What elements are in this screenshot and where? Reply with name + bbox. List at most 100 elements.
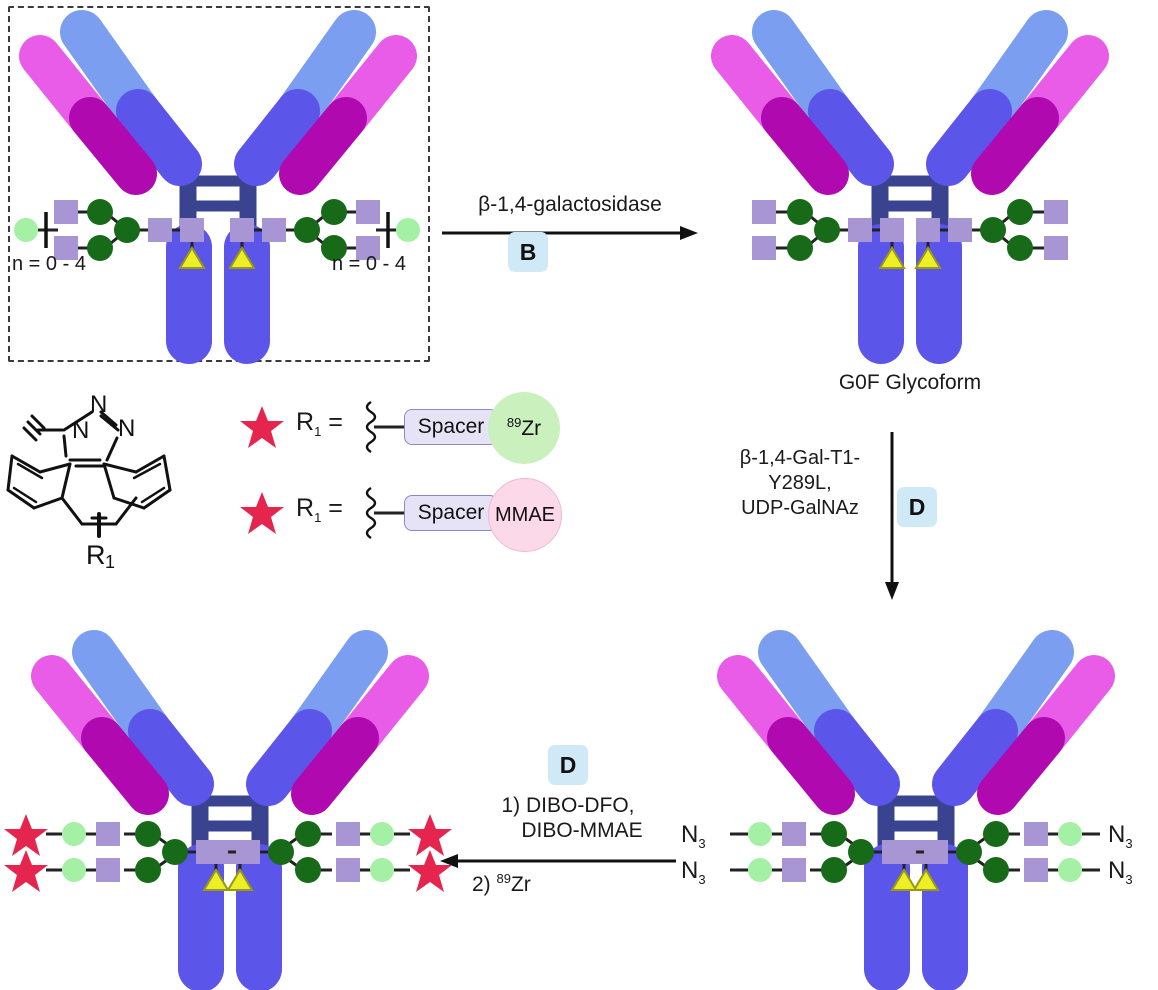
arrow-d2-label-below: 2) 89Zr bbox=[472, 871, 531, 897]
heavy-chain-left bbox=[752, 10, 894, 186]
conjugate-star-icon bbox=[4, 814, 48, 856]
arrow-d1-label-line3: UDP-GalNAz bbox=[741, 497, 859, 519]
galnaz-icon bbox=[62, 858, 86, 882]
arrow-d2 bbox=[440, 854, 676, 868]
heavy-chain-right bbox=[926, 10, 1068, 186]
light-chain-left bbox=[31, 655, 169, 815]
badge-b: B bbox=[508, 232, 548, 272]
fucose-icon bbox=[890, 864, 918, 891]
heavy-chain-left bbox=[72, 630, 214, 806]
glcnac-icon bbox=[54, 200, 78, 224]
mannose-icon bbox=[848, 839, 874, 865]
arrow-d1-label-line2: Y289L, bbox=[768, 472, 832, 494]
dibo-triazole-structure: N N N R 1 bbox=[6, 391, 172, 572]
azide-label-left-bottom: N3 bbox=[681, 857, 706, 887]
fucose-icon bbox=[178, 242, 206, 269]
glycan-g0f-right bbox=[914, 199, 1068, 269]
fucose-icon bbox=[226, 864, 254, 891]
legend-bond-2a bbox=[374, 511, 406, 515]
glcnac-icon bbox=[96, 858, 120, 882]
n-range-label-left: n = 0 - 4 bbox=[12, 253, 86, 275]
mannose-icon bbox=[980, 217, 1006, 243]
legend-spacer-box-2: Spacer bbox=[404, 495, 498, 531]
glcnac-icon bbox=[356, 200, 380, 224]
glcnac-icon bbox=[230, 218, 254, 242]
galactose-repeat-icon bbox=[14, 218, 38, 242]
conjugate-star-icon bbox=[408, 814, 452, 856]
fucose-icon bbox=[912, 864, 940, 891]
legend-star-icon-2 bbox=[240, 492, 284, 534]
step-prefix: 2) bbox=[472, 873, 497, 896]
r-text: R bbox=[296, 408, 315, 436]
glycan-azide-right bbox=[890, 821, 1100, 891]
arrow-d2-label-line1: 1) DIBO-DFO, bbox=[501, 794, 635, 817]
glcnac-icon bbox=[1024, 822, 1048, 846]
badge-d1: D bbox=[897, 487, 937, 527]
isotope-symbol: Zr bbox=[510, 873, 531, 896]
glcnac-icon bbox=[148, 218, 172, 242]
arrow-b bbox=[442, 226, 698, 240]
mannose-icon bbox=[321, 199, 347, 225]
legend-payload-mmae: MMAE bbox=[488, 478, 562, 552]
glcnac-icon bbox=[336, 822, 360, 846]
light-chain-right bbox=[971, 35, 1109, 195]
glcnac-icon bbox=[356, 236, 380, 260]
arrow-d1-label-line1: β-1,4-Gal-T1- bbox=[739, 447, 861, 469]
atom-N: N bbox=[90, 391, 107, 418]
azide-label-left-top: N3 bbox=[681, 821, 706, 851]
glycan-top-left-a bbox=[14, 199, 206, 269]
antibody-top-right bbox=[711, 10, 1109, 364]
azide-label-right-bottom: N3 bbox=[1108, 857, 1133, 887]
heavy-chain-left bbox=[758, 630, 900, 806]
mannose-icon bbox=[787, 199, 813, 225]
legend-bond-1a bbox=[374, 425, 406, 429]
light-chain-right bbox=[977, 655, 1115, 815]
isotope-mass: 89 bbox=[496, 871, 511, 886]
glcnac-icon bbox=[1024, 858, 1048, 882]
glcnac-icon bbox=[96, 822, 120, 846]
heavy-chain-left bbox=[60, 10, 202, 186]
antibody-bottom-right bbox=[717, 630, 1115, 990]
mannose-icon bbox=[162, 839, 188, 865]
isotope-mass: 89 bbox=[506, 415, 522, 430]
mannose-icon bbox=[294, 217, 320, 243]
glcnac-icon bbox=[1044, 236, 1068, 260]
r-text: R bbox=[296, 494, 315, 522]
mannose-icon bbox=[295, 821, 321, 847]
glcnac-icon bbox=[752, 236, 776, 260]
galactose-repeat-icon bbox=[396, 218, 420, 242]
mannose-icon bbox=[983, 857, 1009, 883]
galnaz-icon bbox=[748, 858, 772, 882]
mannose-icon bbox=[114, 217, 140, 243]
glcnac-icon bbox=[262, 218, 286, 242]
mannose-icon bbox=[295, 857, 321, 883]
heavy-chain-right bbox=[246, 630, 388, 806]
glcnac-icon bbox=[204, 840, 228, 864]
light-chain-left bbox=[717, 655, 855, 815]
mannose-icon bbox=[87, 235, 113, 261]
mannose-icon bbox=[268, 839, 294, 865]
legend-spacer-box-1: Spacer bbox=[404, 409, 498, 445]
light-chain-right bbox=[279, 35, 417, 195]
legend-squiggle-2 bbox=[365, 486, 377, 540]
mannose-icon bbox=[1007, 235, 1033, 261]
conjugate-star-icon bbox=[4, 850, 48, 892]
arrow-d2-label-line2: DIBO-MMAE bbox=[521, 819, 643, 842]
glycan-conjugated-right bbox=[202, 814, 452, 892]
g0f-caption: G0F Glycoform bbox=[838, 371, 982, 394]
fucose-icon bbox=[228, 242, 256, 269]
galnaz-icon bbox=[62, 822, 86, 846]
atom-N: N bbox=[72, 417, 89, 444]
mannose-icon bbox=[821, 857, 847, 883]
azide-label-right-top: N3 bbox=[1108, 821, 1133, 851]
glcnac-icon bbox=[892, 840, 916, 864]
equals-sign: = bbox=[328, 494, 343, 522]
galnaz-icon bbox=[370, 822, 394, 846]
n-range-label-right: n = 0 - 4 bbox=[332, 253, 406, 275]
glcnac-icon bbox=[924, 840, 948, 864]
r-subscript: 1 bbox=[314, 510, 322, 525]
antibody-top-left bbox=[19, 10, 417, 364]
legend-squiggle-1 bbox=[365, 400, 377, 454]
glcnac-icon bbox=[1044, 200, 1068, 224]
light-chain-left bbox=[711, 35, 849, 195]
